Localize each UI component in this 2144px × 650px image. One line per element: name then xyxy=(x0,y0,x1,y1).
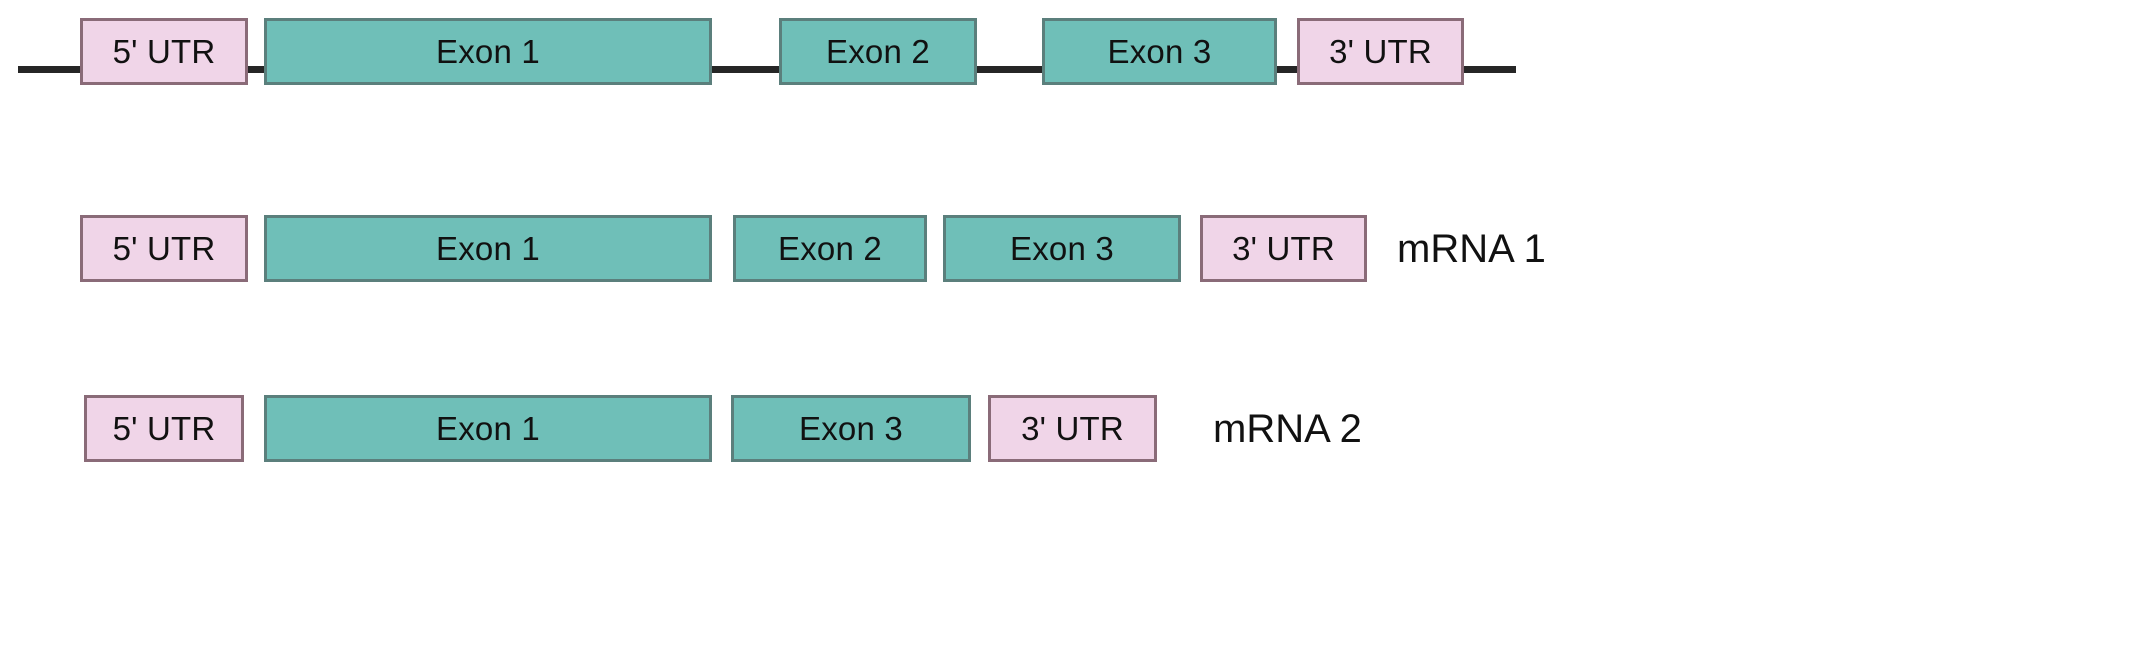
mrna-1-exon-2-box: Exon 2 xyxy=(733,215,927,282)
gene-exon-1-box: Exon 1 xyxy=(264,18,712,85)
intron-line-segment xyxy=(1277,66,1297,73)
mrna-2-5-utr-box: 5' UTR xyxy=(84,395,244,462)
intron-line-segment xyxy=(248,66,264,73)
gene-5-utr-box: 5' UTR xyxy=(80,18,248,85)
intron-line-segment xyxy=(18,66,80,73)
gene-3-utr-box: 3' UTR xyxy=(1297,18,1464,85)
mrna-1-3-utr-box: 3' UTR xyxy=(1200,215,1367,282)
mrna-1-exon-3-box: Exon 3 xyxy=(943,215,1181,282)
intron-line-segment xyxy=(977,66,1042,73)
mrna-1-label: mRNA 1 xyxy=(1397,226,1546,271)
mrna-2-3-utr-box: 3' UTR xyxy=(988,395,1157,462)
mrna-2-exon-1-box: Exon 1 xyxy=(264,395,712,462)
mrna-2-exon-3-box: Exon 3 xyxy=(731,395,971,462)
gene-exon-2-box: Exon 2 xyxy=(779,18,977,85)
mrna-1-5-utr-box: 5' UTR xyxy=(80,215,248,282)
track-mrna-2: 5' UTR Exon 1 Exon 3 3' UTR mRNA 2 xyxy=(0,395,2144,462)
mrna-2-label: mRNA 2 xyxy=(1213,406,1362,451)
intron-line-segment xyxy=(1464,66,1516,73)
intron-line-segment xyxy=(712,66,779,73)
mrna-1-exon-1-box: Exon 1 xyxy=(264,215,712,282)
gene-exon-3-box: Exon 3 xyxy=(1042,18,1277,85)
